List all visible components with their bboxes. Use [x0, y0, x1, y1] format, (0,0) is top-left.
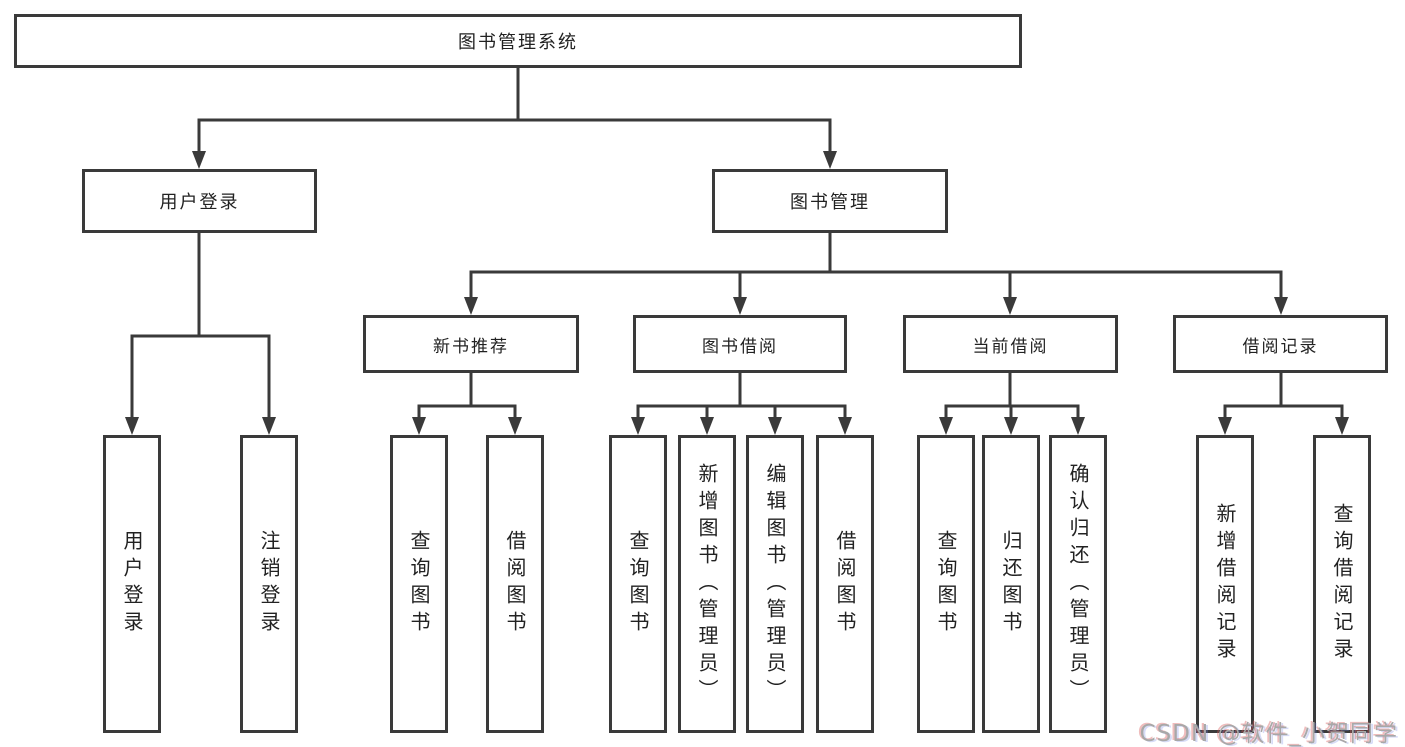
leaf-confirm-return-admin-label: 确认归还（管理员） — [1066, 462, 1090, 706]
leaf-edit-books-admin: 编辑图书（管理员） — [746, 435, 804, 733]
leaf-edit-books-admin-label: 编辑图书（管理员） — [763, 462, 787, 706]
leaf-query-books-borrowing-label: 查询图书 — [626, 530, 650, 638]
leaf-add-books-admin-label: 新增图书（管理员） — [695, 462, 719, 706]
leaf-query-books-borrowing: 查询图书 — [609, 435, 667, 733]
node-root-system: 图书管理系统 — [14, 14, 1022, 68]
node-book-management-label: 图书管理 — [790, 192, 870, 213]
leaf-borrow-books-recommend: 借阅图书 — [486, 435, 544, 733]
node-borrowing-records: 借阅记录 — [1173, 315, 1388, 373]
node-new-book-recommendation-label: 新书推荐 — [433, 336, 509, 357]
leaf-query-books-recommend-label: 查询图书 — [407, 530, 431, 638]
node-book-borrowing-label: 图书借阅 — [702, 336, 778, 357]
node-user-login-label: 用户登录 — [159, 192, 240, 213]
leaf-logout-label: 注销登录 — [257, 530, 281, 638]
leaf-borrow-books-recommend-label: 借阅图书 — [503, 530, 527, 638]
leaf-query-books-current-label: 查询图书 — [934, 530, 958, 638]
node-root-system-label: 图书管理系统 — [458, 32, 578, 53]
node-borrowing-records-label: 借阅记录 — [1242, 336, 1319, 357]
leaf-add-books-admin: 新增图书（管理员） — [678, 435, 736, 733]
leaf-logout: 注销登录 — [240, 435, 298, 733]
leaf-query-books-current: 查询图书 — [917, 435, 975, 733]
leaf-query-borrow-record-label: 查询借阅记录 — [1330, 503, 1354, 665]
node-current-borrowing: 当前借阅 — [903, 315, 1118, 373]
leaf-borrow-books-label: 借阅图书 — [833, 530, 857, 638]
leaf-add-borrow-record-label: 新增借阅记录 — [1213, 503, 1237, 665]
node-current-borrowing-label: 当前借阅 — [972, 336, 1049, 357]
arrowheads — [125, 151, 1349, 435]
csdn-watermark: CSDN @软件_小贺同学 — [1139, 721, 1398, 747]
node-book-borrowing: 图书借阅 — [633, 315, 847, 373]
leaf-return-books-label: 归还图书 — [999, 530, 1023, 638]
leaf-return-books: 归还图书 — [982, 435, 1040, 733]
leaf-user-login-label: 用户登录 — [120, 530, 144, 638]
node-user-login: 用户登录 — [82, 169, 317, 233]
leaf-query-books-recommend: 查询图书 — [390, 435, 448, 733]
leaf-add-borrow-record: 新增借阅记录 — [1196, 435, 1254, 733]
leaf-borrow-books: 借阅图书 — [816, 435, 874, 733]
node-book-management: 图书管理 — [712, 169, 948, 233]
leaf-confirm-return-admin: 确认归还（管理员） — [1049, 435, 1107, 733]
leaf-query-borrow-record: 查询借阅记录 — [1313, 435, 1371, 733]
leaf-user-login: 用户登录 — [103, 435, 161, 733]
node-new-book-recommendation: 新书推荐 — [363, 315, 579, 373]
